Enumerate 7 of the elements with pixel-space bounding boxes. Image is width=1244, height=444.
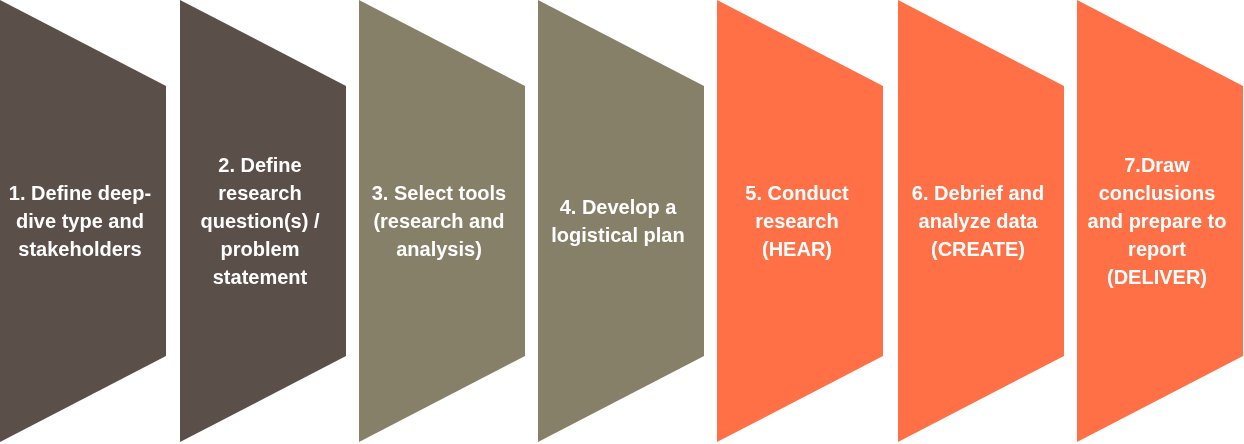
step-label: 4. Develop a logistical plan (550, 195, 686, 248)
step-label: 1. Define deep-dive type and stakeholders (7, 181, 153, 262)
step-label: 6. Debrief and analyze data (CREATE) (910, 181, 1046, 262)
step-label: 2. Define research question(s) / problem statement (199, 153, 321, 290)
step-label: 7.Draw conclusions and prepare to report (DELIVER) (1086, 153, 1228, 290)
step-label: 5. Conduct research (HEAR) (744, 181, 850, 262)
step-label: 3. Select tools (research and analysis) (370, 181, 508, 262)
